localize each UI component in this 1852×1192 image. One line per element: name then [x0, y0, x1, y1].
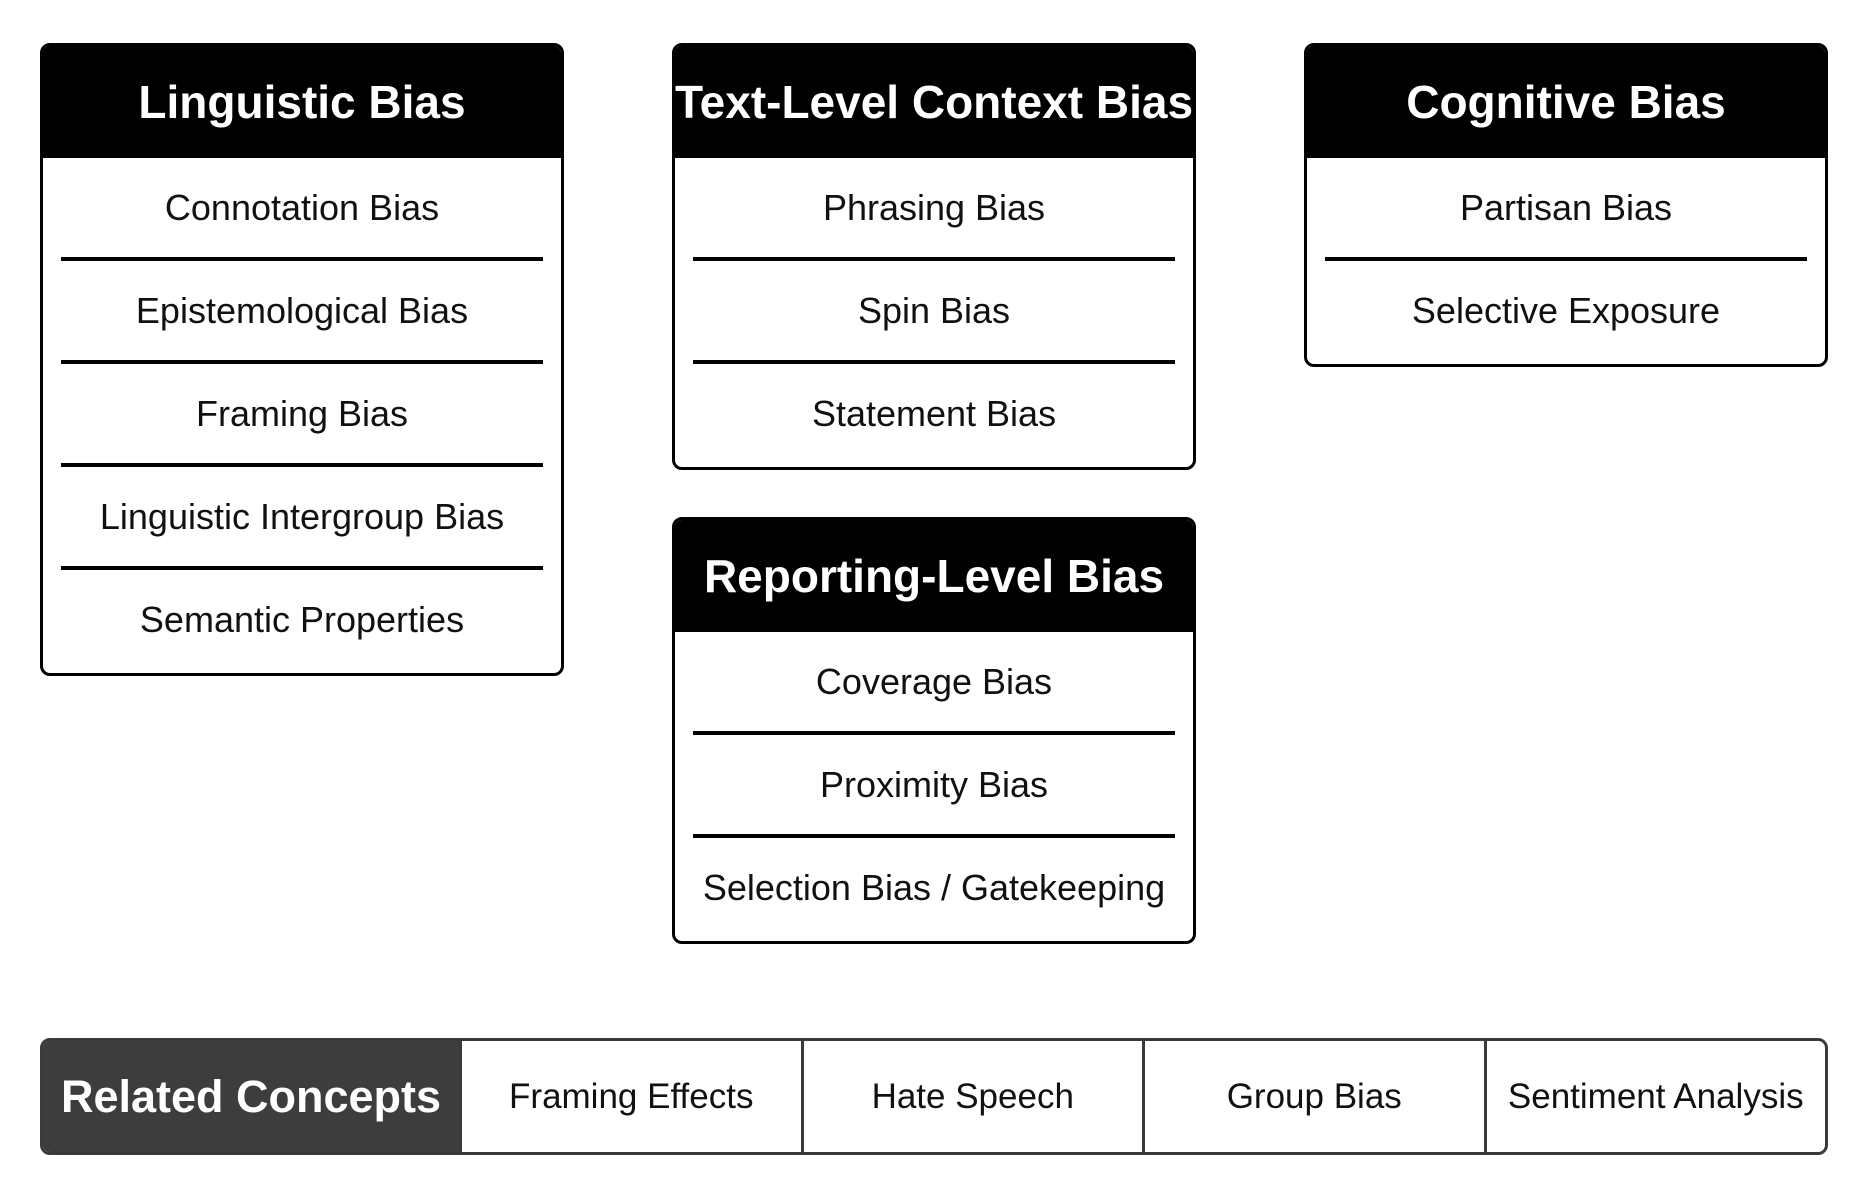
related-concepts-bar: Related Concepts Framing Effects Hate Sp… [40, 1038, 1828, 1155]
card-title: Reporting-Level Bias [675, 520, 1193, 632]
cognitive-bias-card: Cognitive Bias Partisan Bias Selective E… [1304, 43, 1828, 367]
card-item: Spin Bias [693, 261, 1175, 364]
card-item: Phrasing Bias [693, 158, 1175, 261]
related-concept-item: Framing Effects [459, 1041, 801, 1152]
reporting-level-bias-card: Reporting-Level Bias Coverage Bias Proxi… [672, 517, 1196, 944]
related-concept-item: Group Bias [1142, 1041, 1484, 1152]
card-title: Linguistic Bias [43, 46, 561, 158]
card-item-list: Connotation Bias Epistemological Bias Fr… [43, 158, 561, 670]
card-item: Selection Bias / Gatekeeping [702, 867, 1166, 908]
card-item: Epistemological Bias [61, 261, 543, 364]
text-level-context-bias-card: Text-Level Context Bias Phrasing Bias Sp… [672, 43, 1196, 470]
related-concepts-title: Related Concepts [43, 1041, 459, 1152]
card-item: Connotation Bias [61, 158, 543, 261]
card-item: Selective Exposure [1411, 290, 1721, 331]
card-item-list: Coverage Bias Proximity Bias Selection B… [675, 632, 1193, 938]
card-item: Semantic Properties [139, 599, 465, 640]
card-item-list: Phrasing Bias Spin Bias Statement Bias [675, 158, 1193, 464]
card-item: Proximity Bias [693, 735, 1175, 838]
related-concept-item: Sentiment Analysis [1483, 1041, 1826, 1152]
card-item: Framing Bias [61, 364, 543, 467]
card-item: Partisan Bias [1325, 158, 1807, 261]
card-title: Cognitive Bias [1307, 46, 1825, 158]
related-concept-item: Hate Speech [800, 1041, 1143, 1152]
linguistic-bias-card: Linguistic Bias Connotation Bias Epistem… [40, 43, 564, 676]
card-item: Linguistic Intergroup Bias [61, 467, 543, 570]
card-item: Statement Bias [811, 393, 1057, 434]
card-title: Text-Level Context Bias [675, 46, 1193, 158]
card-item: Coverage Bias [693, 632, 1175, 735]
card-item-list: Partisan Bias Selective Exposure [1307, 158, 1825, 361]
